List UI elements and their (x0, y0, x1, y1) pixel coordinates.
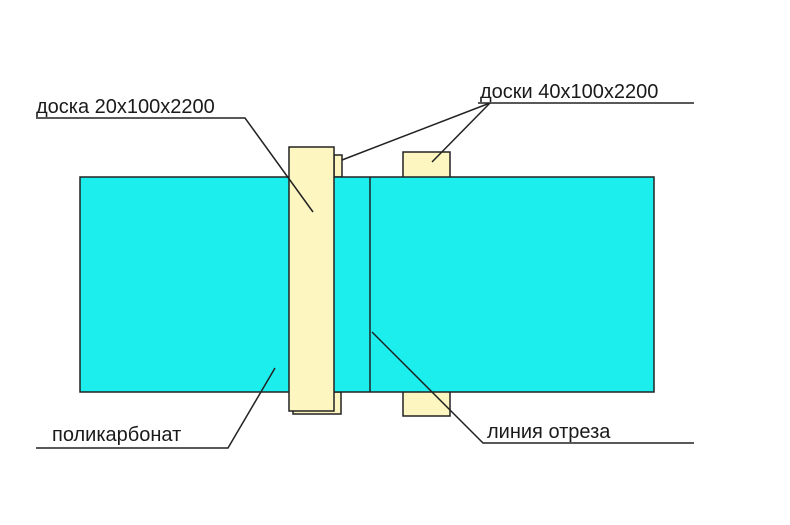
leader-board-single (36, 117, 314, 213)
back-board-left-top (333, 154, 343, 178)
label-cut-line: линия отреза (487, 421, 611, 443)
front-board (288, 146, 335, 412)
leader-cut-line (371, 331, 694, 444)
leader-boards-double-right (431, 102, 491, 163)
label-polycarbonate: поликарбонат (52, 424, 181, 446)
board-right-top (402, 151, 451, 179)
label-boards-double: доски 40х100х2200 (480, 81, 658, 103)
board-right-bottom (402, 390, 451, 417)
leader-boards-double-left (341, 102, 491, 161)
leader-polycarbonate (36, 367, 276, 449)
label-board-single: доска 20х100х2200 (36, 96, 215, 118)
polycarbonate-sheet (79, 176, 655, 393)
